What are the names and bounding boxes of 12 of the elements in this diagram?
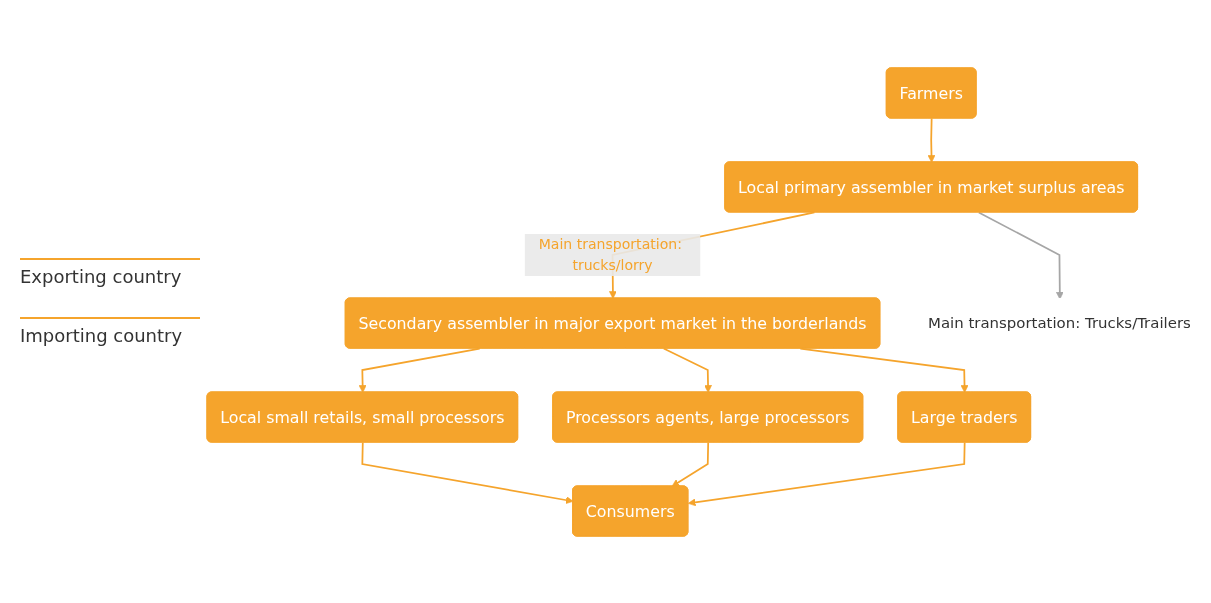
region-label: Exporting country — [20, 257, 200, 287]
arrow — [662, 347, 712, 393]
region-label: Importing country — [20, 316, 200, 346]
node-text: Main transportation: Trucks/Trailers — [928, 313, 1191, 331]
edge-label: Main transportation: trucks/lorry — [538, 235, 682, 273]
arrow — [799, 347, 969, 393]
arrow — [671, 441, 710, 487]
arrow — [927, 117, 936, 163]
arrow — [361, 441, 574, 504]
arrow — [977, 211, 1064, 299]
arrow — [687, 441, 966, 506]
arrow — [358, 347, 481, 393]
